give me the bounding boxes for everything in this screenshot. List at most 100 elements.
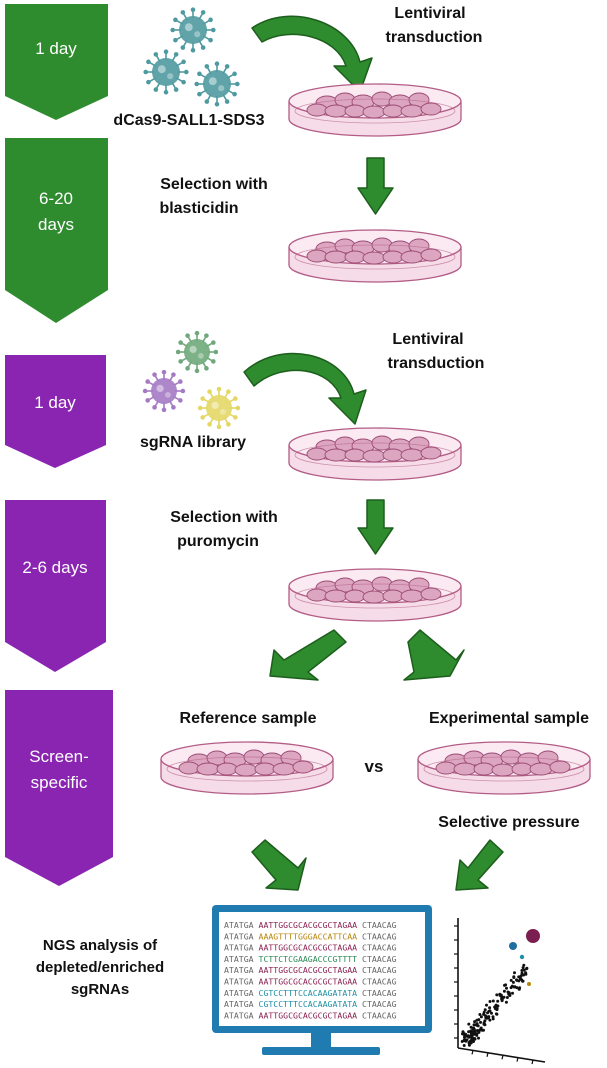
scatter-point: [477, 1036, 480, 1040]
scatter-point: [463, 1035, 466, 1039]
virus-spike-tip: [180, 45, 186, 50]
timeline-step-1-label: 1 day: [35, 39, 77, 58]
sequence-prefix: ATATGA: [224, 943, 259, 953]
virus-spike-tip: [184, 69, 189, 75]
sequence-suffix: CTAACAG: [357, 931, 397, 941]
scatter-point: [472, 1040, 475, 1043]
scatter-point: [470, 1038, 474, 1041]
scatter-x-tick: [501, 1055, 504, 1060]
virus-core: [189, 345, 197, 354]
scatter-point: [521, 979, 525, 983]
virus-core: [184, 23, 193, 32]
virus-spike-tip: [216, 386, 222, 392]
petri-dish-reference: [160, 741, 334, 795]
scatter-point: [472, 1023, 476, 1027]
scatter-point: [509, 978, 513, 982]
virus-spike-tip: [180, 388, 186, 394]
petri-dish-puromycin: [288, 568, 462, 622]
virus-spike-tip: [204, 99, 210, 104]
virus-spike-tip: [211, 27, 216, 33]
experimental-sample-label: Experimental sample: [429, 710, 589, 727]
petri-dish-transduced: [288, 83, 462, 137]
virus-spike-tip: [197, 71, 202, 77]
scatter-point: [480, 1028, 484, 1032]
scatter-point: [505, 996, 509, 999]
scatter-x-tick: [531, 1059, 534, 1065]
virus-spike-tip: [153, 87, 159, 92]
virus-spike-tip: [211, 359, 216, 364]
virus-spike-tip: [207, 422, 212, 427]
curved-arrow-transduction-1: [251, 15, 373, 93]
virus-capsid: [151, 378, 177, 404]
diagonal-arrow-experimental-to-ngs: [455, 839, 504, 891]
virus-spike-tip: [178, 379, 183, 384]
virus-spike-tip: [178, 398, 183, 403]
sequence-prefix: ATATGA: [224, 1010, 259, 1020]
virus-capsid: [203, 70, 231, 98]
virus-spike-tip: [208, 17, 213, 23]
virus-icon: [197, 386, 241, 430]
vector-2-label: sgRNA library: [140, 434, 246, 451]
scatter-point: [467, 1043, 471, 1047]
scatter-point: [511, 980, 515, 984]
sequence-read: ATATGA TCTTCTCGAAGACCCGTTTT CTAACAG: [224, 954, 397, 964]
virus-core: [218, 85, 225, 92]
virus-spike-tip: [197, 405, 203, 411]
scatter-point: [460, 1040, 464, 1043]
timeline-step-4: [5, 500, 106, 672]
scatter-point: [513, 971, 516, 975]
virus-spike-tip: [232, 91, 237, 97]
virus-spike-tip: [153, 52, 159, 57]
virus-spike-tip: [233, 415, 238, 420]
scatter-x-tick: [471, 1050, 474, 1055]
virus-spike-tip: [194, 330, 200, 336]
selection-2-label-line2: puromycin: [177, 533, 259, 550]
scatter-point: [483, 1023, 487, 1027]
virus-spike-tip: [145, 379, 150, 384]
timeline-step-5-label-line1: Screen-: [29, 747, 89, 766]
virus-spike-tip: [190, 7, 196, 13]
scatter-point: [491, 1015, 495, 1019]
virus-spike-tip: [161, 407, 167, 413]
scatter-point: [462, 1044, 466, 1047]
sequence-read: ATATGA CGTCCTTTCCACAAGATATA CTAACAG: [224, 988, 397, 998]
sequence-prefix: ATATGA: [224, 954, 259, 964]
scatter-highlight-teal-large: [509, 942, 517, 950]
scatter-point: [510, 984, 514, 988]
scatter-point: [504, 1000, 508, 1004]
virus-spike-tip: [226, 389, 231, 394]
scatter-point: [470, 1033, 474, 1037]
sequence-prefix: ATATGA: [224, 965, 259, 975]
timeline-step-2: [5, 138, 108, 323]
scatter-point: [479, 1015, 483, 1019]
scatter-highlight-gold: [527, 982, 531, 986]
virus-spike-tip: [213, 349, 219, 355]
sequence-guide: AAAGTTTTGGGACCATTCAA: [259, 931, 358, 941]
scatter-point: [486, 1011, 490, 1015]
scatter-point: [522, 963, 526, 967]
transduction-1-label-line2: transduction: [386, 29, 483, 46]
scatter-point: [487, 1015, 491, 1019]
virus-spike-tip: [181, 79, 186, 85]
scatter-point: [488, 1006, 492, 1010]
virus-spike-tip: [216, 424, 222, 430]
scatter-point: [517, 987, 521, 991]
down-arrow-selection-1: [357, 157, 394, 215]
virus-spike-tip: [214, 61, 220, 66]
virus-spike-tip: [173, 52, 179, 57]
virus-spike-tip: [170, 27, 175, 33]
timeline-step-4-label: 2-6 days: [22, 558, 87, 577]
sequence-guide: AATTGGCGCACGCGCTAGAA: [259, 965, 358, 975]
sequence-suffix: CTAACAG: [357, 920, 397, 930]
scatter-point: [488, 1018, 492, 1022]
dish-inner-rim: [294, 442, 456, 468]
sequence-prefix: ATATGA: [224, 931, 259, 941]
sequence-guide: AATTGGCGCACGCGCTAGAA: [259, 943, 358, 953]
virus-core: [198, 353, 204, 359]
virus-spike-tip: [197, 91, 202, 97]
scatter-point: [522, 968, 526, 972]
scatter-point: [478, 1013, 482, 1016]
scatter-point: [484, 1014, 488, 1018]
virus-spike-tip: [152, 372, 157, 377]
